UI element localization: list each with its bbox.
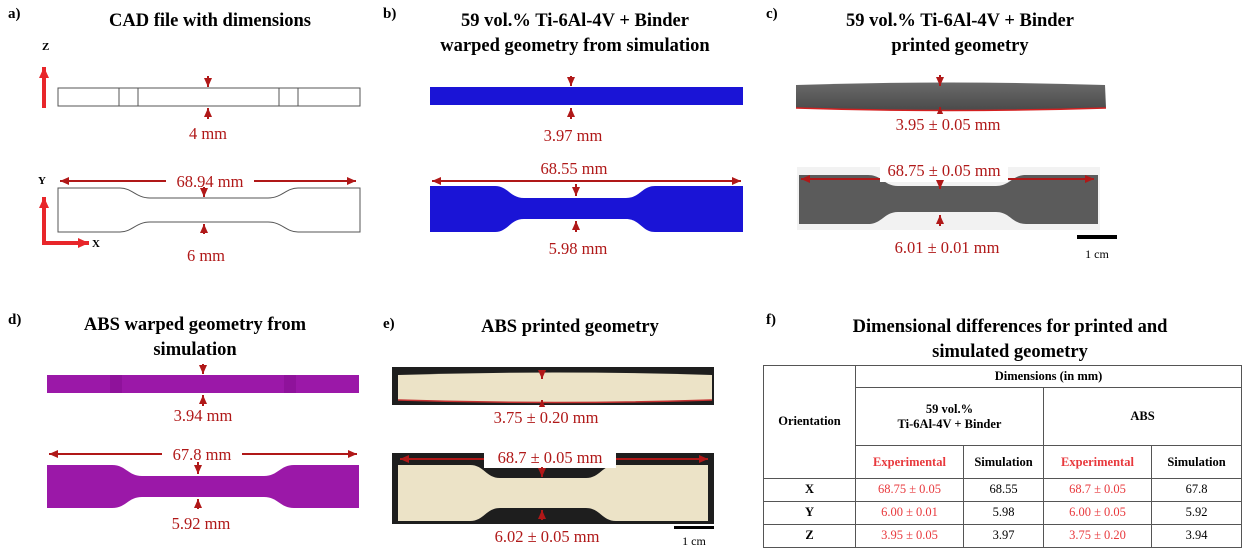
panel-f-title: Dimensional differences for printed and …: [780, 315, 1240, 365]
ti-exp-value: 68.75 ± 0.05: [855, 477, 964, 502]
table-row: X 68.75 ± 0.05 68.55 68.7 ± 0.05 67.8: [763, 477, 1243, 502]
panel-d-thickness: 3.94 mm: [174, 406, 233, 425]
panel-d-length: 67.8 mm: [173, 445, 232, 464]
panel-e-title: ABS printed geometry: [481, 317, 659, 337]
table-row: Z 3.95 ± 0.05 3.97 3.75 ± 0.20 3.94: [763, 523, 1243, 549]
panel-c-scale-bar: [1077, 235, 1117, 239]
y-axis-label: Y: [38, 175, 46, 187]
panel-e-width: 6.02 ± 0.05 mm: [495, 527, 600, 546]
abs-simulation-header: Simulation: [1150, 445, 1243, 479]
ti-sim-side-view: [430, 87, 743, 105]
ti-sim-value: 68.55: [963, 477, 1044, 502]
x-axis-label: X: [92, 238, 100, 250]
panel-d-title-line1: ABS warped geometry from: [83, 315, 307, 335]
ti-printed-side-view: [796, 82, 1106, 111]
abs-sim-value: 67.8: [1150, 477, 1243, 502]
panel-c-title-line2: printed geometry: [891, 36, 1029, 56]
panel-c-title: 59 vol.% Ti-6Al-4V + Binder printed geom…: [790, 9, 1130, 59]
panel-b-title: 59 vol.% Ti-6Al-4V + Binder warped geome…: [405, 9, 745, 59]
panel-label-a: a): [8, 6, 21, 22]
panel-label-e: e): [383, 316, 395, 332]
panel-b-length: 68.55 mm: [541, 159, 608, 178]
dimensions-header: Dimensions (in mm): [854, 364, 1243, 389]
panel-d-graphics: 3.94 mm 67.8 mm 5.92 mm: [47, 364, 359, 533]
panel-e-scale-bar: [674, 526, 714, 529]
panel-a-length: 68.94 mm: [177, 172, 244, 191]
dimensions-table: Orientation Dimensions (in mm) 59 vol.% …: [763, 364, 1243, 549]
panel-c-length: 68.75 ± 0.05 mm: [887, 161, 1000, 180]
panel-c-thickness: 3.95 ± 0.05 mm: [896, 115, 1001, 134]
z-axis-label: Z: [42, 41, 49, 53]
panel-c-scale-label: 1 cm: [1085, 247, 1109, 261]
panel-b-title-line1: 59 vol.% Ti-6Al-4V + Binder: [461, 11, 689, 31]
panel-f-title-line2: simulated geometry: [932, 342, 1088, 362]
ti-group-line2: Ti-6Al-4V + Binder: [897, 416, 1002, 431]
abs-group-header: ABS: [1042, 387, 1243, 447]
panel-a-title: CAD file with dimensions: [109, 11, 311, 31]
ti-sim-value: 5.98: [963, 500, 1044, 525]
ti-simulation-header: Simulation: [963, 445, 1044, 479]
orientation-header: Orientation: [763, 365, 856, 479]
row-axis: X: [763, 477, 856, 502]
cad-top-view: [57, 187, 361, 233]
panel-e-length: 68.7 ± 0.05 mm: [498, 448, 603, 467]
ti-exp-value: 6.00 ± 0.01: [855, 500, 964, 525]
abs-sim-top-view: [47, 465, 359, 508]
abs-sim-value: 3.94: [1150, 523, 1243, 549]
row-axis: Y: [763, 500, 856, 525]
abs-experimental-header: Experimental: [1043, 445, 1152, 479]
panel-a-thickness: 4 mm: [189, 124, 227, 143]
abs-sim-value: 5.92: [1150, 500, 1243, 525]
cad-side-view: [57, 87, 361, 107]
abs-printed-side-view: [398, 372, 712, 403]
panel-c-graphics: 3.95 ± 0.05 mm 68.75 ± 0.05 mm 6.01 ± 0.…: [795, 75, 1117, 261]
panel-label-b: b): [383, 6, 397, 22]
panel-d-width: 5.92 mm: [172, 514, 231, 533]
panel-label-f: f): [766, 312, 776, 328]
panel-e-scale-label: 1 cm: [682, 534, 706, 548]
panel-b-title-line2: warped geometry from simulation: [440, 36, 710, 56]
panel-b-thickness: 3.97 mm: [544, 126, 603, 145]
panel-c-width: 6.01 ± 0.01 mm: [895, 238, 1000, 257]
panel-label-c: c): [766, 6, 778, 22]
panel-e-thickness: 3.75 ± 0.20 mm: [494, 408, 599, 427]
ti-experimental-header: Experimental: [855, 445, 964, 479]
ti-sim-top-view: [430, 186, 743, 232]
panel-d-title: ABS warped geometry from simulation: [30, 313, 360, 363]
ti-exp-value: 3.95 ± 0.05: [855, 523, 964, 549]
panel-f-title-line1: Dimensional differences for printed and: [852, 317, 1168, 337]
ti-sim-value: 3.97: [963, 523, 1044, 549]
table-row: Y 6.00 ± 0.01 5.98 6.00 ± 0.05 5.92: [763, 500, 1243, 525]
panel-b-width: 5.98 mm: [549, 239, 608, 258]
abs-sim-side-view: [47, 375, 359, 393]
abs-exp-value: 6.00 ± 0.05: [1043, 500, 1152, 525]
abs-printed-top-view: [398, 465, 708, 521]
row-axis: Z: [763, 523, 856, 549]
ti-printed-top-view: [799, 175, 1098, 224]
panel-e-graphics: 3.75 ± 0.20 mm 68.7 ± 0.05 mm 6.02 ± 0.0…: [392, 367, 714, 548]
ti-group-line1: 59 vol.%: [925, 401, 974, 416]
panel-a-width: 6 mm: [187, 246, 225, 265]
ti-group-header: 59 vol.% Ti-6Al-4V + Binder: [855, 387, 1044, 447]
panel-b-graphics: 3.97 mm 68.55 mm 5.98 mm: [430, 76, 743, 258]
panel-d-title-line2: simulation: [153, 340, 237, 360]
panel-c-title-line1: 59 vol.% Ti-6Al-4V + Binder: [846, 11, 1074, 31]
panel-label-d: d): [8, 312, 22, 328]
panel-a-graphics: Z 4 mm 68.94 mm 6 mm Y X: [38, 41, 361, 265]
abs-exp-value: 3.75 ± 0.20: [1043, 523, 1152, 549]
abs-exp-value: 68.7 ± 0.05: [1043, 477, 1152, 502]
